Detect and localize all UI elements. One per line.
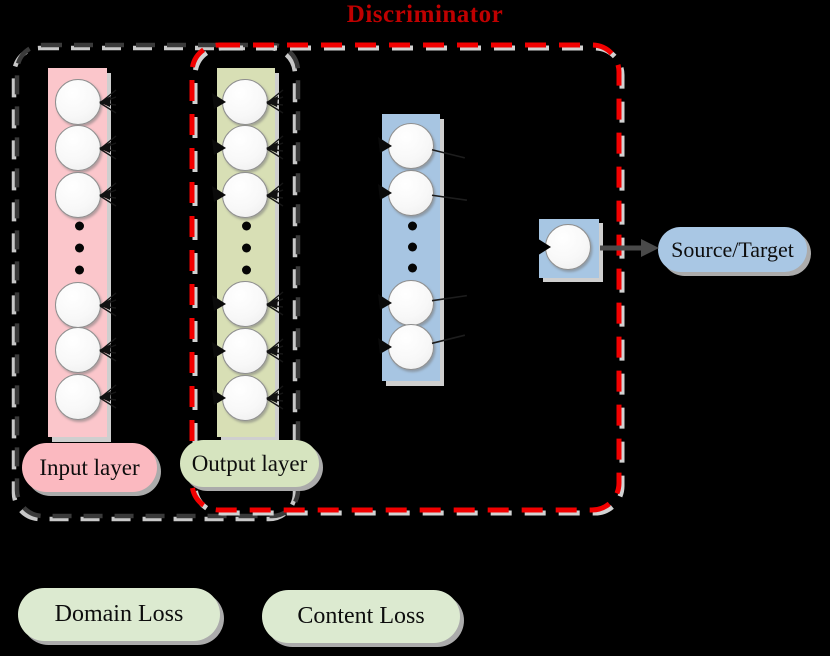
source-target-badge-label: Source/Target [671, 236, 794, 262]
input-layer-neuron [55, 125, 101, 171]
discriminator-title: Discriminator [346, 1, 504, 28]
domain-loss-badge: Domain Loss [18, 588, 220, 641]
input-layer-neuron [55, 282, 101, 328]
output-layer-badge: Output layer [180, 440, 319, 487]
input-layer-neuron [55, 79, 101, 125]
hidden-layer-neuron [388, 170, 434, 216]
output-layer-badge-label: Output layer [191, 450, 308, 476]
output-layer-neuron [222, 281, 268, 327]
output-layer-neuron [222, 172, 268, 218]
decision-neuron [545, 224, 591, 270]
input-layer-badge: Input layer [22, 443, 157, 492]
hidden-layer-neuron [388, 280, 434, 326]
output-layer-neuron [222, 328, 268, 374]
input-layer-neuron [55, 327, 101, 373]
hidden-layer-neuron [388, 324, 434, 370]
input-layer-neuron [55, 172, 101, 218]
output-arrowhead-icon [641, 239, 659, 257]
output-layer-neuron [222, 125, 268, 171]
input-layer-badge-label: Input layer [39, 454, 140, 480]
output-layer-neuron [222, 375, 268, 421]
source-target-badge: Source/Target [658, 227, 807, 272]
content-loss-badge-label: Content Loss [297, 603, 425, 629]
content-loss-badge: Content Loss [262, 590, 460, 643]
domain-loss-badge-label: Domain Loss [54, 601, 184, 627]
output-layer-neuron [222, 79, 268, 125]
hidden-layer-neuron [388, 123, 434, 169]
input-layer-neuron [55, 374, 101, 420]
